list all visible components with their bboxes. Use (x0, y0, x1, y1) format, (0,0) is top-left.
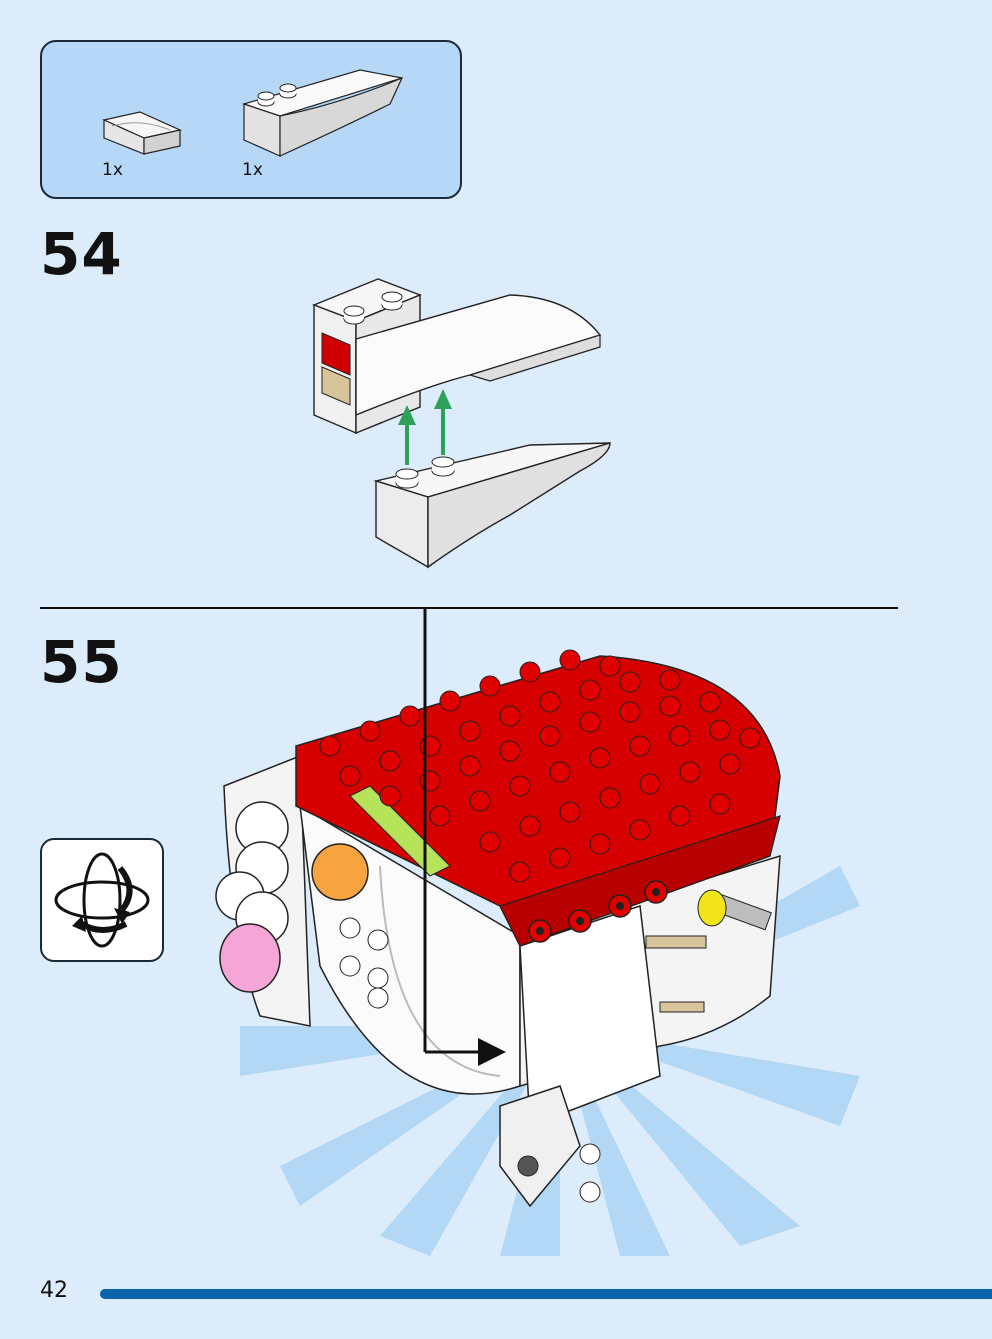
part-curved-slope-image (100, 108, 200, 168)
step-55-illustration (200, 606, 900, 1266)
parts-list-box: 1x 1x (40, 40, 462, 199)
part-wedge-brick-image (240, 64, 420, 164)
step-54-illustration (310, 275, 630, 575)
rotate-model-callout (40, 838, 164, 962)
page-number: 42 (40, 1278, 68, 1303)
rotate-model-icon (42, 840, 162, 960)
part-1-quantity: 1x (102, 160, 123, 180)
step-54-number: 54 (40, 220, 123, 288)
page-progress-bar (100, 1289, 992, 1299)
step-55-number: 55 (40, 628, 123, 696)
part-2-quantity: 1x (242, 160, 263, 180)
